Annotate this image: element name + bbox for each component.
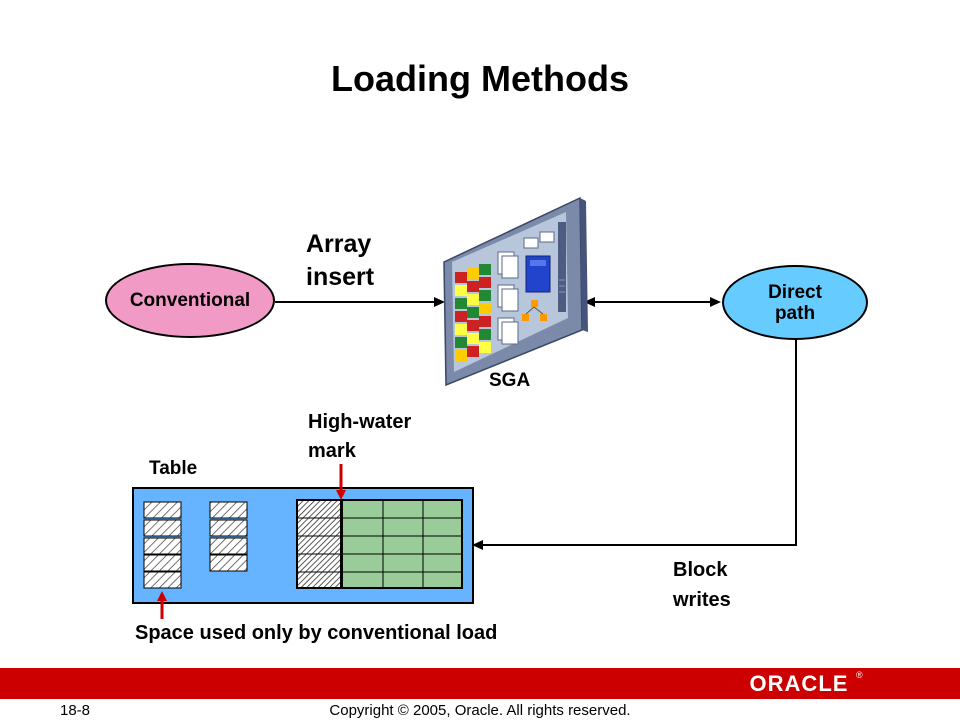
array-insert-line1: Array: [306, 230, 372, 258]
oracle-logo-registered-mark: ®: [856, 670, 863, 680]
block-writes-arrow: [472, 340, 797, 550]
page-number: 18-8: [60, 702, 91, 719]
sga-server-icon: [443, 196, 588, 387]
array-insert-line2: insert: [306, 263, 375, 291]
oracle-logo: ORACLE: [749, 671, 849, 696]
block-writes-line1: Block: [673, 559, 728, 581]
direct-path-blocks: [341, 499, 463, 589]
space-used-label: Space used only by conventional load: [135, 622, 498, 644]
conventional-to-sga-arrow: [275, 297, 445, 307]
block-writes-line2: writes: [673, 589, 731, 611]
conventional-label: Conventional: [129, 289, 251, 311]
table-label: Table: [149, 458, 198, 479]
direct-path-label-line1: Direct: [768, 281, 822, 303]
used-blocks-column-3: [296, 499, 342, 589]
sga-direct-path-arrow: [584, 297, 721, 307]
high-water-mark-line2: mark: [308, 440, 356, 462]
block-writes-label: Block writes: [673, 555, 731, 615]
table-graphic: [132, 487, 474, 604]
copyright-text: Copyright © 2005, Oracle. All rights res…: [329, 702, 631, 719]
used-blocks-column-1: [143, 501, 182, 589]
footer-bar: [0, 668, 960, 699]
used-blocks-column-2: [209, 501, 248, 572]
high-water-mark-label: High-water mark: [308, 408, 411, 466]
direct-path-oval: Direct path: [722, 265, 868, 340]
high-water-mark-marker: [336, 464, 346, 500]
page-title: Loading Methods: [331, 58, 629, 99]
space-used-marker: [157, 591, 167, 619]
diagram-canvas: [132, 196, 797, 619]
sga-label: SGA: [489, 370, 531, 391]
array-insert-label: Array insert: [306, 228, 374, 294]
conventional-oval: Conventional: [105, 263, 275, 338]
high-water-mark-line1: High-water: [308, 411, 412, 433]
direct-path-label-line2: path: [774, 302, 816, 324]
